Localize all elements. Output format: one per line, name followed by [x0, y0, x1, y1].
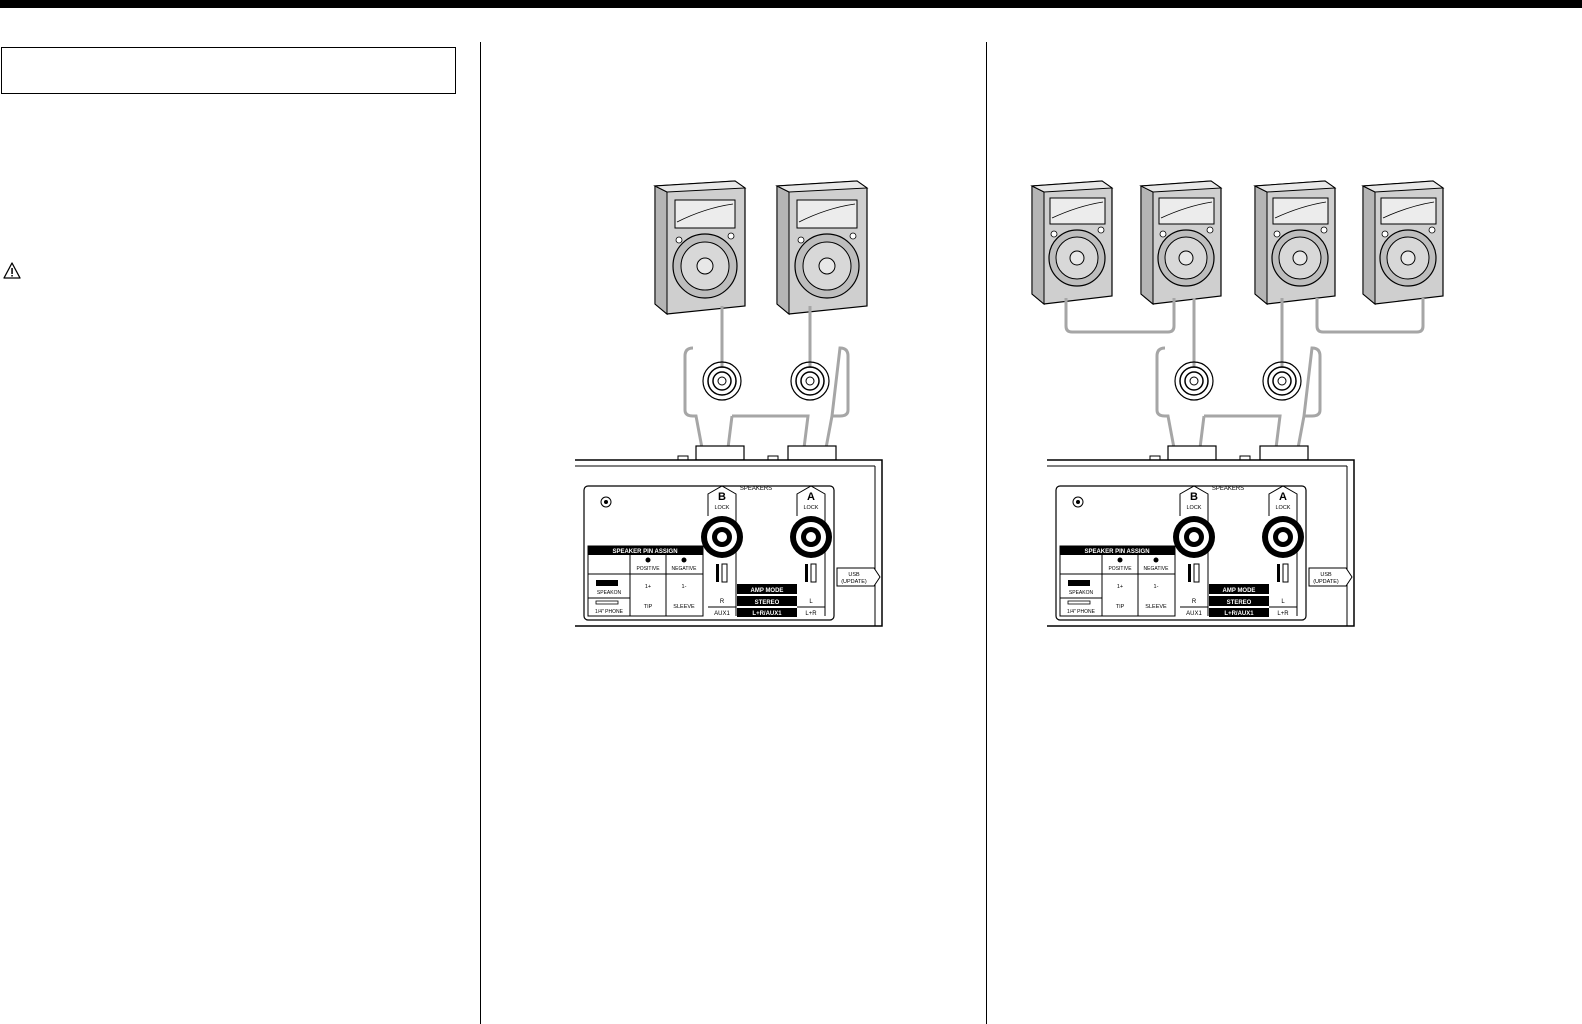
phone-label: 1/4" PHONE — [595, 609, 624, 615]
pos-pin-label-2: 1+ — [1117, 584, 1123, 590]
l-label: L — [809, 599, 813, 605]
zoom-callout — [683, 346, 850, 449]
pin-assign-title: SPEAKER PIN ASSIGN — [612, 549, 677, 555]
lock-label-b: LOCK — [715, 505, 730, 511]
aux1-label: AUX1 — [714, 611, 730, 617]
speakers-label-2: SPEAKERS — [1212, 486, 1244, 492]
positive-label: POSITIVE — [636, 566, 660, 572]
figure-four-speaker-connection: SPEAKERS B A LOCK LOCK SPEAKER PIN ASSIG… — [1031, 180, 1444, 627]
neg-pin-label-2: 1- — [1154, 584, 1159, 590]
speaker-2 — [1140, 180, 1222, 305]
lr-label: L+R — [805, 611, 817, 617]
update-label-2: (UPDATE) — [1313, 579, 1339, 585]
channel-a-label-2: A — [1279, 491, 1287, 503]
stereo-label: STEREO — [755, 600, 780, 606]
pos-pin-label: 1+ — [645, 584, 651, 590]
neg-pin-label: 1- — [682, 584, 687, 590]
lock-label-a-2: LOCK — [1276, 505, 1291, 511]
speaker-jack-a-2[interactable] — [1262, 516, 1304, 558]
aux1-label-2: AUX1 — [1186, 611, 1202, 617]
speakon-label: SPEAKON — [597, 590, 622, 596]
channel-b-label-2: B — [1190, 491, 1198, 503]
speaker-jack-b-2[interactable] — [1173, 516, 1215, 558]
section-title-box — [1, 47, 456, 94]
lr-label-2: L+R — [1277, 611, 1289, 617]
amp-mode-label: AMP MODE — [751, 588, 784, 594]
sleeve-label-2: SLEEVE — [1145, 604, 1167, 610]
r-label-2: R — [1192, 599, 1197, 605]
speaker-4 — [1362, 180, 1444, 305]
speaker-3 — [1254, 180, 1336, 305]
negative-label: NEGATIVE — [672, 566, 698, 572]
usb-label: USB — [848, 572, 860, 578]
r-label: R — [720, 599, 725, 605]
zoom-callout-2 — [1155, 346, 1322, 449]
speaker-jack-zoom-b — [702, 361, 742, 401]
tip-label-2: TIP — [1116, 604, 1125, 610]
l-label-2: L — [1281, 599, 1285, 605]
speaker-jack-zoom-b-2 — [1174, 361, 1214, 401]
figure-two-speaker-connection: SPEAKERS B A LOCK LOCK SPEAKER PIN ASSIG… — [575, 180, 883, 627]
lock-label-a: LOCK — [804, 505, 819, 511]
lr-aux1-label-2: L+R/AUX1 — [1224, 611, 1254, 617]
positive-label-2: POSITIVE — [1108, 566, 1132, 572]
channel-a-label: A — [807, 491, 815, 503]
usb-label-2: USB — [1320, 572, 1332, 578]
channel-b-label: B — [718, 491, 726, 503]
speaker-left — [654, 180, 746, 315]
speaker-jack-zoom-a-2 — [1262, 361, 1302, 401]
top-rule — [0, 0, 1582, 8]
speaker-jack-zoom-a — [790, 361, 830, 401]
warning-triangle-icon — [3, 262, 21, 279]
negative-label-2: NEGATIVE — [1144, 566, 1170, 572]
speakers-label: SPEAKERS — [740, 486, 772, 492]
sleeve-label: SLEEVE — [673, 604, 695, 610]
lock-label-b-2: LOCK — [1187, 505, 1202, 511]
speaker-jack-a[interactable] — [790, 516, 832, 558]
amp-mode-label-2: AMP MODE — [1223, 588, 1256, 594]
speakon-label-2: SPEAKON — [1069, 590, 1094, 596]
lr-aux1-label: L+R/AUX1 — [752, 611, 782, 617]
pin-assign-title-2: SPEAKER PIN ASSIGN — [1084, 549, 1149, 555]
speaker-1 — [1031, 180, 1113, 305]
stereo-label-2: STEREO — [1227, 600, 1252, 606]
tip-label: TIP — [644, 604, 653, 610]
update-label: (UPDATE) — [841, 579, 867, 585]
speaker-jack-b[interactable] — [701, 516, 743, 558]
column-divider-left — [480, 42, 481, 1024]
phone-label-2: 1/4" PHONE — [1067, 609, 1096, 615]
column-divider-right — [986, 42, 987, 1024]
speaker-right — [776, 180, 868, 315]
